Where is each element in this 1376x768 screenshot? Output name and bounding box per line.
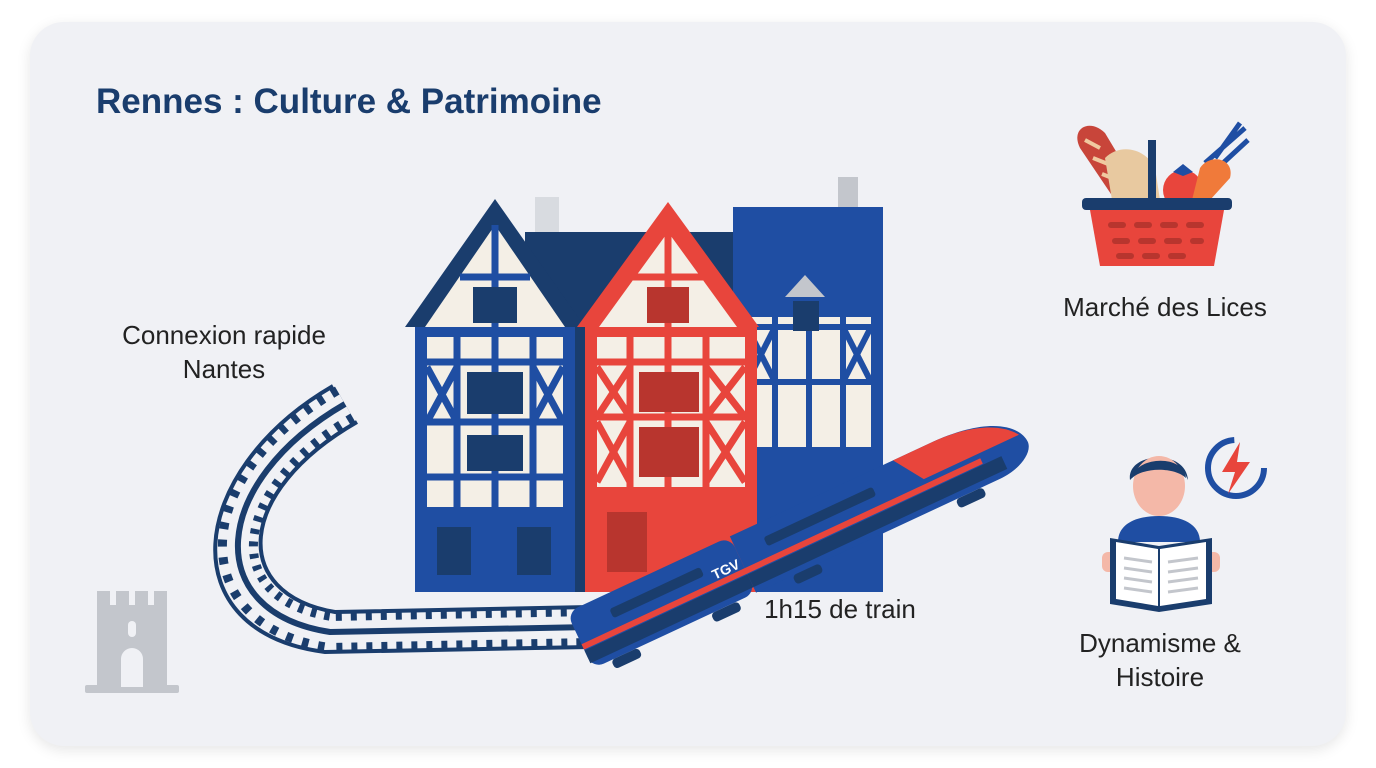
dynamisme-label-line2: Histoire bbox=[1115, 662, 1205, 692]
castle-tower-icon bbox=[85, 591, 179, 693]
dynamisme-label: Dynamisme & Histoire bbox=[1030, 626, 1290, 694]
dynamisme-label-line1: Dynamisme & bbox=[1079, 628, 1241, 658]
train-time-label: 1h15 de train bbox=[764, 594, 916, 624]
connexion-label-line1: Connexion rapide bbox=[122, 320, 326, 350]
page-title: Rennes : Culture & Patrimoine bbox=[96, 82, 602, 121]
market-basket-icon bbox=[1077, 121, 1250, 266]
lightning-bolt-icon bbox=[1205, 437, 1267, 499]
marche-label: Marché des Lices bbox=[1063, 292, 1267, 322]
half-timbered-houses-icon bbox=[405, 177, 883, 592]
tgv-train-icon: TGV bbox=[570, 426, 1029, 668]
person-reading-icon bbox=[1102, 456, 1220, 612]
connexion-label: Connexion rapide Nantes bbox=[74, 318, 374, 386]
railway-track-icon bbox=[213, 384, 591, 655]
connexion-label-line2: Nantes bbox=[182, 354, 266, 384]
infographic-card: Rennes : Culture & Patrimoine bbox=[30, 22, 1346, 746]
